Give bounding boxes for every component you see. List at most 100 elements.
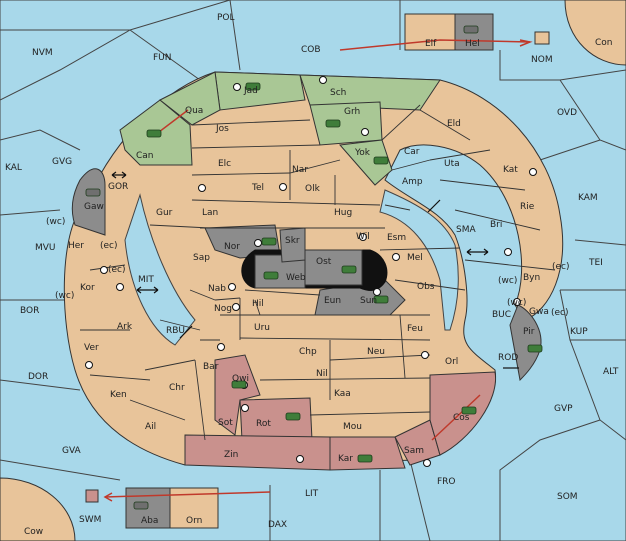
label-cob: COB (301, 45, 321, 55)
label-sma: SMA (456, 225, 476, 235)
label-olk: Olk (305, 184, 321, 194)
label-skr: Skr (285, 236, 300, 246)
label-kor: Kor (80, 283, 95, 293)
label-ec3: (ec) (552, 262, 570, 272)
label-ec2: (ec) (108, 265, 126, 275)
region-gaw (71, 168, 106, 236)
label-nab: Nab (208, 284, 226, 294)
region-skr (279, 227, 306, 263)
label-car: Car (404, 147, 420, 157)
label-gaw: Gaw (84, 202, 104, 212)
label-cow: Cow (24, 527, 43, 537)
label-her: Her (68, 241, 84, 251)
label-nor: Nor (224, 242, 240, 252)
label-byn: Byn (523, 273, 540, 283)
label-web: Web (286, 273, 306, 283)
label-dax: DAX (268, 520, 287, 530)
label-neu: Neu (367, 347, 385, 357)
label-zin: Zin (224, 450, 238, 460)
label-rbu: RBU (166, 326, 185, 336)
region-elf (404, 13, 456, 51)
label-lit: LIT (305, 489, 319, 499)
label-qua: Qua (185, 106, 203, 116)
label-nog: Nog (214, 304, 232, 314)
label-kup: KUP (570, 327, 588, 337)
label-kal: KAL (5, 163, 22, 173)
label-eun: Eun (324, 296, 341, 306)
label-bar: Bar (203, 362, 219, 372)
label-tei: TEI (588, 258, 603, 268)
label-ken: Ken (110, 390, 127, 400)
label-jos: Jos (215, 124, 229, 134)
label-obs: Obs (417, 282, 435, 292)
label-orl: Orl (445, 357, 458, 367)
label-hil: Hil (252, 299, 264, 309)
label-orn: Orn (186, 516, 202, 526)
label-rod: ROD (498, 353, 518, 363)
label-ec4: (ec) (551, 308, 569, 318)
mit-sea (124, 193, 196, 346)
label-mel: Mel (407, 253, 423, 263)
label-wc2: (wc) (498, 276, 517, 286)
label-nvm: NVM (32, 48, 53, 58)
label-gvp: GVP (554, 404, 573, 414)
region-ost (304, 249, 363, 286)
region-nom-box (534, 31, 550, 45)
label-uta: Uta (444, 159, 460, 169)
region-swm-box (85, 489, 99, 503)
region-qua (159, 71, 221, 126)
label-hug: Hug (334, 208, 352, 218)
label-kaa: Kaa (334, 389, 351, 399)
label-ec1: (ec) (100, 241, 118, 251)
label-kar: Kar (338, 454, 353, 464)
label-rot: Rot (256, 419, 271, 429)
label-pol: POL (217, 13, 235, 23)
label-lan: Lan (202, 208, 218, 218)
label-mvu: MVU (35, 243, 56, 253)
label-qwi: Qwi (232, 374, 249, 384)
label-ver: Ver (84, 343, 99, 353)
label-elc: Elc (218, 159, 231, 169)
label-gwa: Gwa (529, 307, 549, 317)
region-kar (329, 436, 406, 471)
label-wil: Wil (356, 232, 370, 242)
label-elf: Elf (425, 39, 437, 49)
label-sot: Sot (218, 418, 233, 428)
label-ail: Ail (145, 422, 156, 432)
label-esm: Esm (387, 233, 406, 243)
label-can: Can (136, 151, 154, 161)
label-grh: Grh (344, 107, 360, 117)
label-mou: Mou (343, 422, 362, 432)
label-bor: BOR (20, 306, 39, 316)
region-borders (80, 104, 556, 441)
label-yok: Yok (354, 148, 371, 158)
label-rie: Rie (520, 202, 535, 212)
label-con: Con (595, 38, 613, 48)
label-kat: Kat (503, 165, 518, 175)
label-som: SOM (557, 492, 578, 502)
label-gva: GVA (62, 446, 82, 456)
label-feu: Feu (407, 324, 423, 334)
label-ark: Ark (117, 322, 133, 332)
region-rot (239, 397, 313, 441)
label-cos: Cos (453, 413, 470, 423)
label-bri: Bri (490, 220, 502, 230)
label-mit: MIT (138, 275, 154, 285)
label-kam: KAM (578, 193, 598, 203)
label-tel: Tel (251, 183, 264, 193)
label-uru: Uru (254, 323, 270, 333)
label-gor: GOR (108, 182, 128, 192)
inner-sea (379, 189, 459, 331)
label-fun: FUN (153, 53, 172, 63)
label-buc: BUC (492, 310, 511, 320)
label-sun: Sun (360, 296, 377, 306)
label-gvg: GVG (52, 157, 72, 167)
label-pir: Pir (523, 327, 535, 337)
region-con (564, 0, 626, 66)
label-swm: SWM (79, 515, 101, 525)
label-sap: Sap (193, 253, 210, 263)
